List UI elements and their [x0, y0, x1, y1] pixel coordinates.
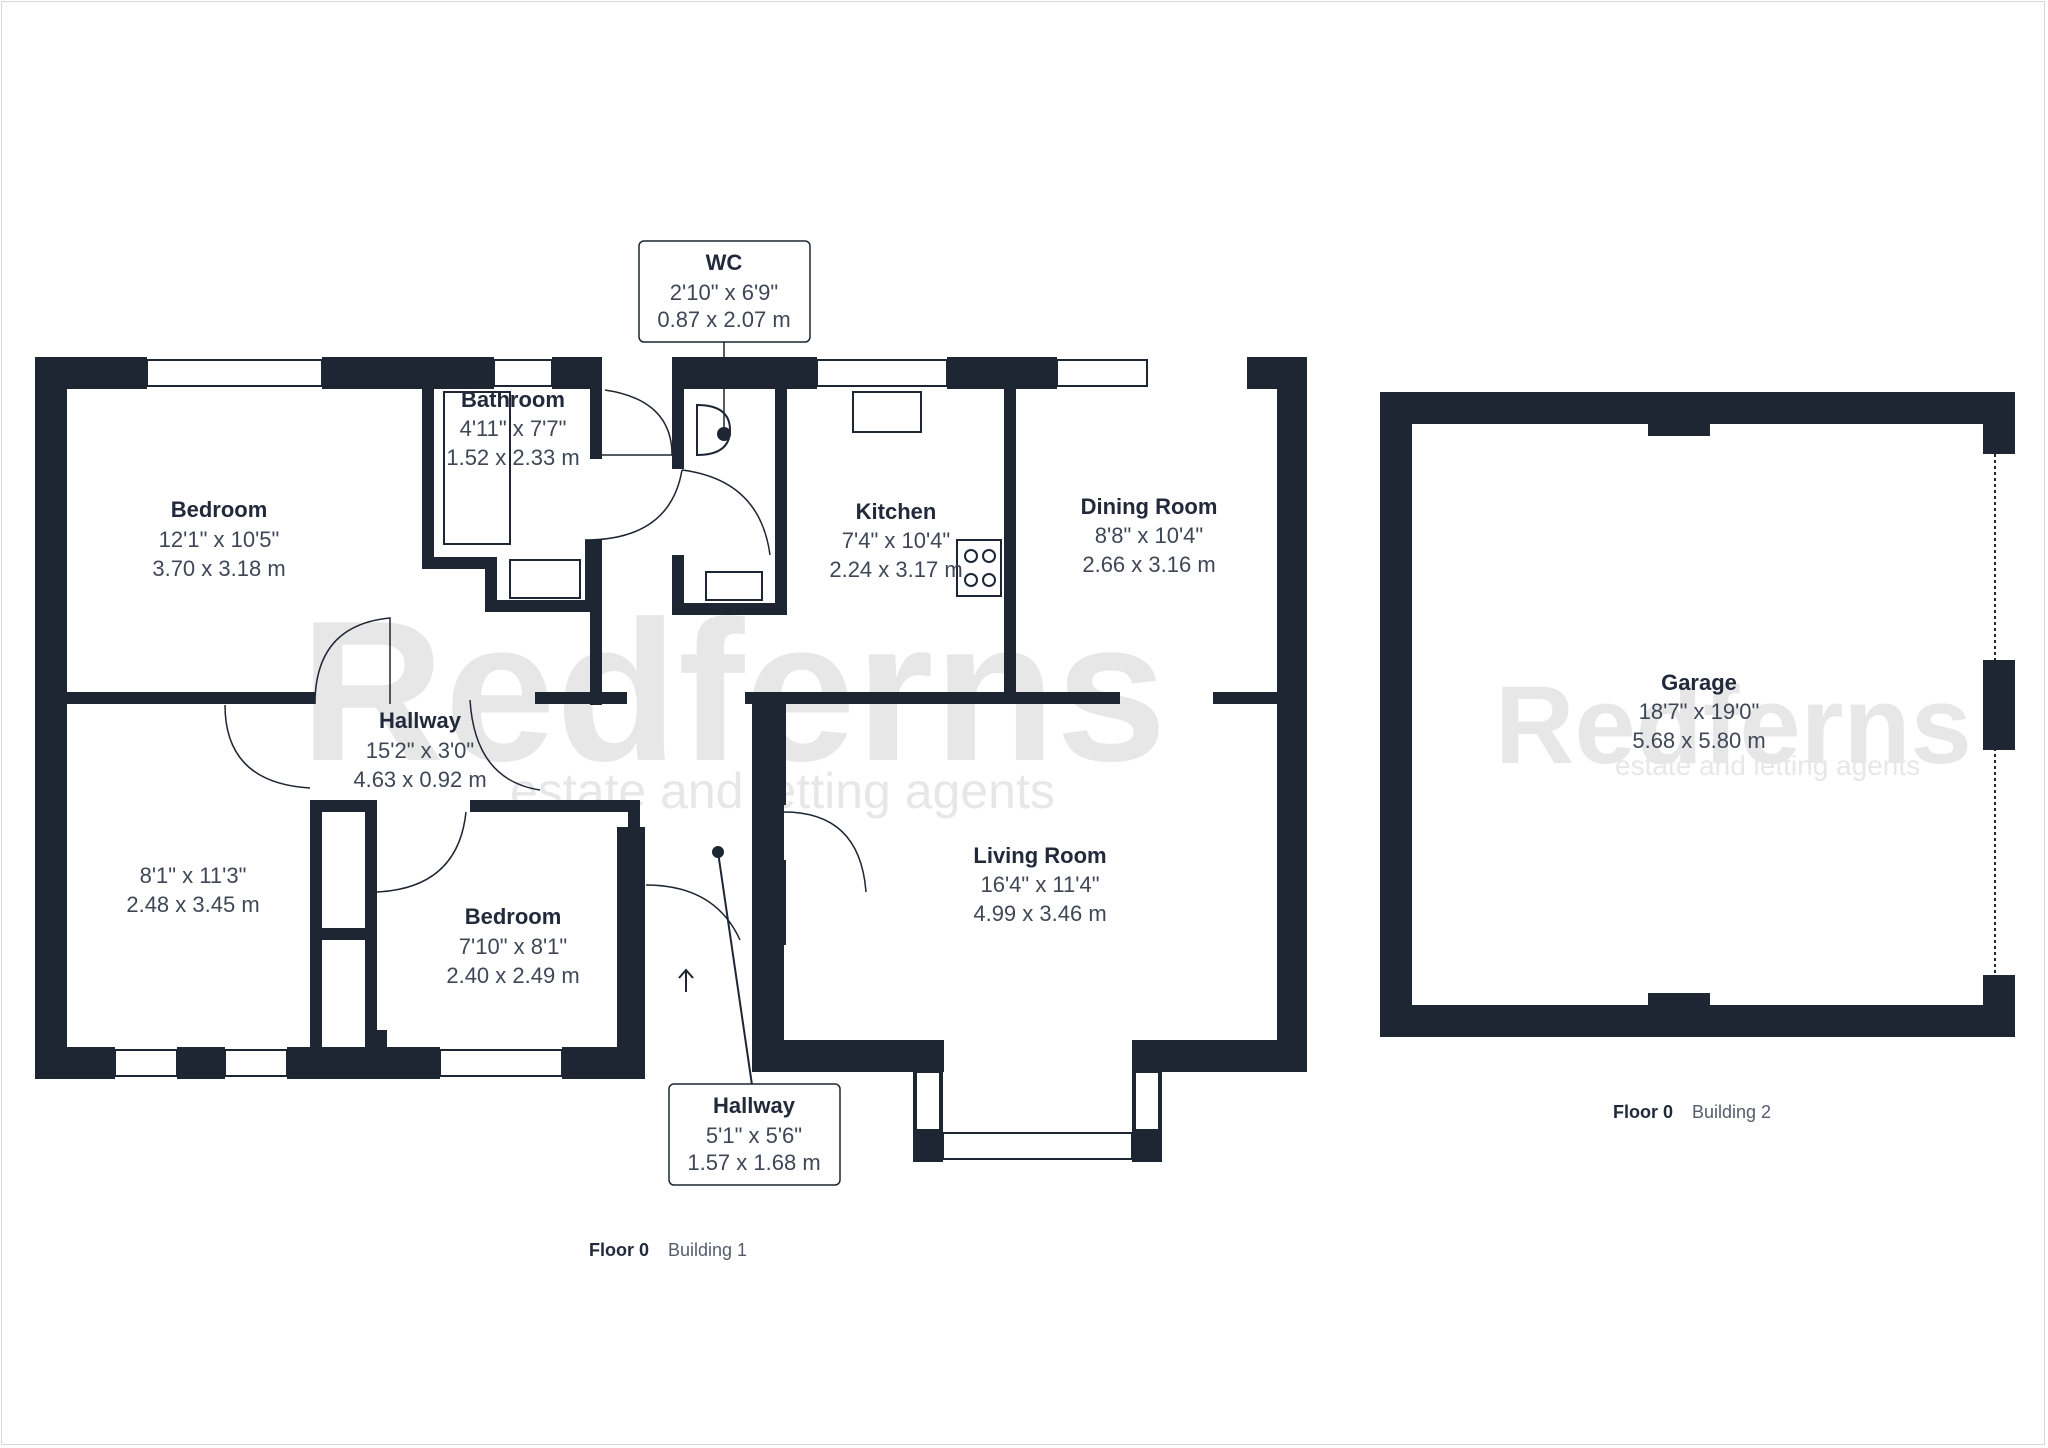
floor-label-building-1: Floor 0 Building 1	[589, 1240, 747, 1260]
hallway-1-imperial: 15'2" x 3'0"	[366, 738, 474, 763]
floor-label-building-2: Floor 0 Building 2	[1613, 1102, 1771, 1122]
kitchen-sink-icon	[852, 391, 922, 433]
dining-metric: 2.66 x 3.16 m	[1082, 552, 1215, 577]
floor-1-building: Building 1	[668, 1240, 747, 1260]
room-label-unnamed: 8'1" x 11'3" 2.48 x 3.45 m	[126, 863, 259, 917]
door-living	[783, 811, 867, 893]
living-imperial: 16'4" x 11'4"	[980, 872, 1099, 897]
living-metric: 4.99 x 3.46 m	[973, 901, 1106, 926]
floor-2-floor: Floor 0	[1613, 1102, 1673, 1122]
door-bedroom-1	[314, 617, 391, 705]
fixtures	[443, 391, 1002, 601]
floor-2-building: Building 2	[1692, 1102, 1771, 1122]
room-unnamed-metric: 2.48 x 3.45 m	[126, 892, 259, 917]
basin-icon	[509, 559, 581, 599]
door-front	[645, 884, 741, 941]
room-label-kitchen: Kitchen 7'4" x 10'4" 2.24 x 3.17 m	[829, 499, 962, 582]
garage-name: Garage	[1661, 670, 1737, 695]
garage-imperial: 18'7" x 19'0"	[1639, 699, 1760, 724]
room-label-garage: Garage 18'7" x 19'0" 5.68 x 5.80 m	[1632, 670, 1765, 753]
wc-imperial: 2'10" x 6'9"	[670, 280, 778, 305]
door-bedroom-2-inner	[376, 811, 467, 893]
building-1-walls	[35, 357, 1307, 1162]
room-label-bedroom-2: Bedroom 7'10" x 8'1" 2.40 x 2.49 m	[446, 904, 579, 988]
bedroom-2-metric: 2.40 x 2.49 m	[446, 963, 579, 988]
room-label-bathroom: Bathroom 4'11" x 7'7" 1.52 x 2.33 m	[446, 387, 579, 470]
door-wc	[590, 389, 673, 456]
bedroom-1-name: Bedroom	[171, 497, 268, 522]
dining-imperial: 8'8" x 10'4"	[1095, 523, 1203, 548]
room-unnamed-imperial: 8'1" x 11'3"	[140, 863, 247, 888]
wc-basin-icon	[705, 571, 763, 601]
bathtub-icon	[443, 391, 511, 545]
room-label-hallway-1: Hallway 15'2" x 3'0" 4.63 x 0.92 m	[353, 708, 486, 792]
kitchen-metric: 2.24 x 3.17 m	[829, 557, 962, 582]
hob-icon	[956, 539, 1002, 597]
hallway-1-name: Hallway	[379, 708, 462, 733]
kitchen-imperial: 7'4" x 10'4"	[842, 528, 950, 553]
room-label-living-room: Living Room 16'4" x 11'4" 4.99 x 3.46 m	[973, 843, 1106, 926]
garage-walls	[1380, 392, 2015, 1037]
watermark-brand: Redferns	[300, 580, 1167, 803]
hallway-2-name: Hallway	[713, 1093, 796, 1118]
door-bedroom-3	[224, 704, 311, 789]
living-name: Living Room	[973, 843, 1106, 868]
bedroom-1-metric: 3.70 x 3.18 m	[152, 556, 285, 581]
wc-callout: WC 2'10" x 6'9" 0.87 x 2.07 m	[638, 240, 811, 434]
room-label-bedroom-1: Bedroom 12'1" x 10'5" 3.70 x 3.18 m	[152, 497, 285, 581]
door-wc-inner	[681, 469, 771, 556]
bathroom-metric: 1.52 x 2.33 m	[446, 445, 579, 470]
bathroom-name: Bathroom	[461, 387, 565, 412]
hallway-2-imperial: 5'1" x 5'6"	[706, 1123, 802, 1148]
door-swings	[224, 389, 867, 941]
door-bathroom	[584, 469, 683, 541]
hallway-2-callout: Hallway 5'1" x 5'6" 1.57 x 1.68 m	[668, 1083, 841, 1186]
floor-1-floor: Floor 0	[589, 1240, 649, 1260]
kitchen-name: Kitchen	[856, 499, 937, 524]
watermark-brand-garage: Redferns	[1495, 664, 1972, 787]
north-arrow-icon	[678, 846, 753, 1086]
door-bedroom-2	[469, 699, 541, 791]
watermark-building-2: Redferns estate and letting agents	[1495, 664, 1972, 787]
toilet-icon	[696, 403, 732, 457]
bedroom-1-imperial: 12'1" x 10'5"	[159, 527, 280, 552]
wc-name: WC	[706, 250, 743, 275]
bedroom-2-name: Bedroom	[465, 904, 562, 929]
room-label-dining-room: Dining Room 8'8" x 10'4" 2.66 x 3.16 m	[1081, 494, 1218, 577]
garage-metric: 5.68 x 5.80 m	[1632, 728, 1765, 753]
watermark-tagline-garage: estate and letting agents	[1615, 750, 1920, 781]
wc-metric: 0.87 x 2.07 m	[657, 307, 790, 332]
dining-name: Dining Room	[1081, 494, 1218, 519]
bedroom-2-imperial: 7'10" x 8'1"	[459, 934, 567, 959]
hallway-2-metric: 1.57 x 1.68 m	[687, 1150, 820, 1175]
hallway-1-metric: 4.63 x 0.92 m	[353, 767, 486, 792]
building-1-windows	[114, 359, 1160, 1160]
bathroom-imperial: 4'11" x 7'7"	[460, 416, 567, 441]
